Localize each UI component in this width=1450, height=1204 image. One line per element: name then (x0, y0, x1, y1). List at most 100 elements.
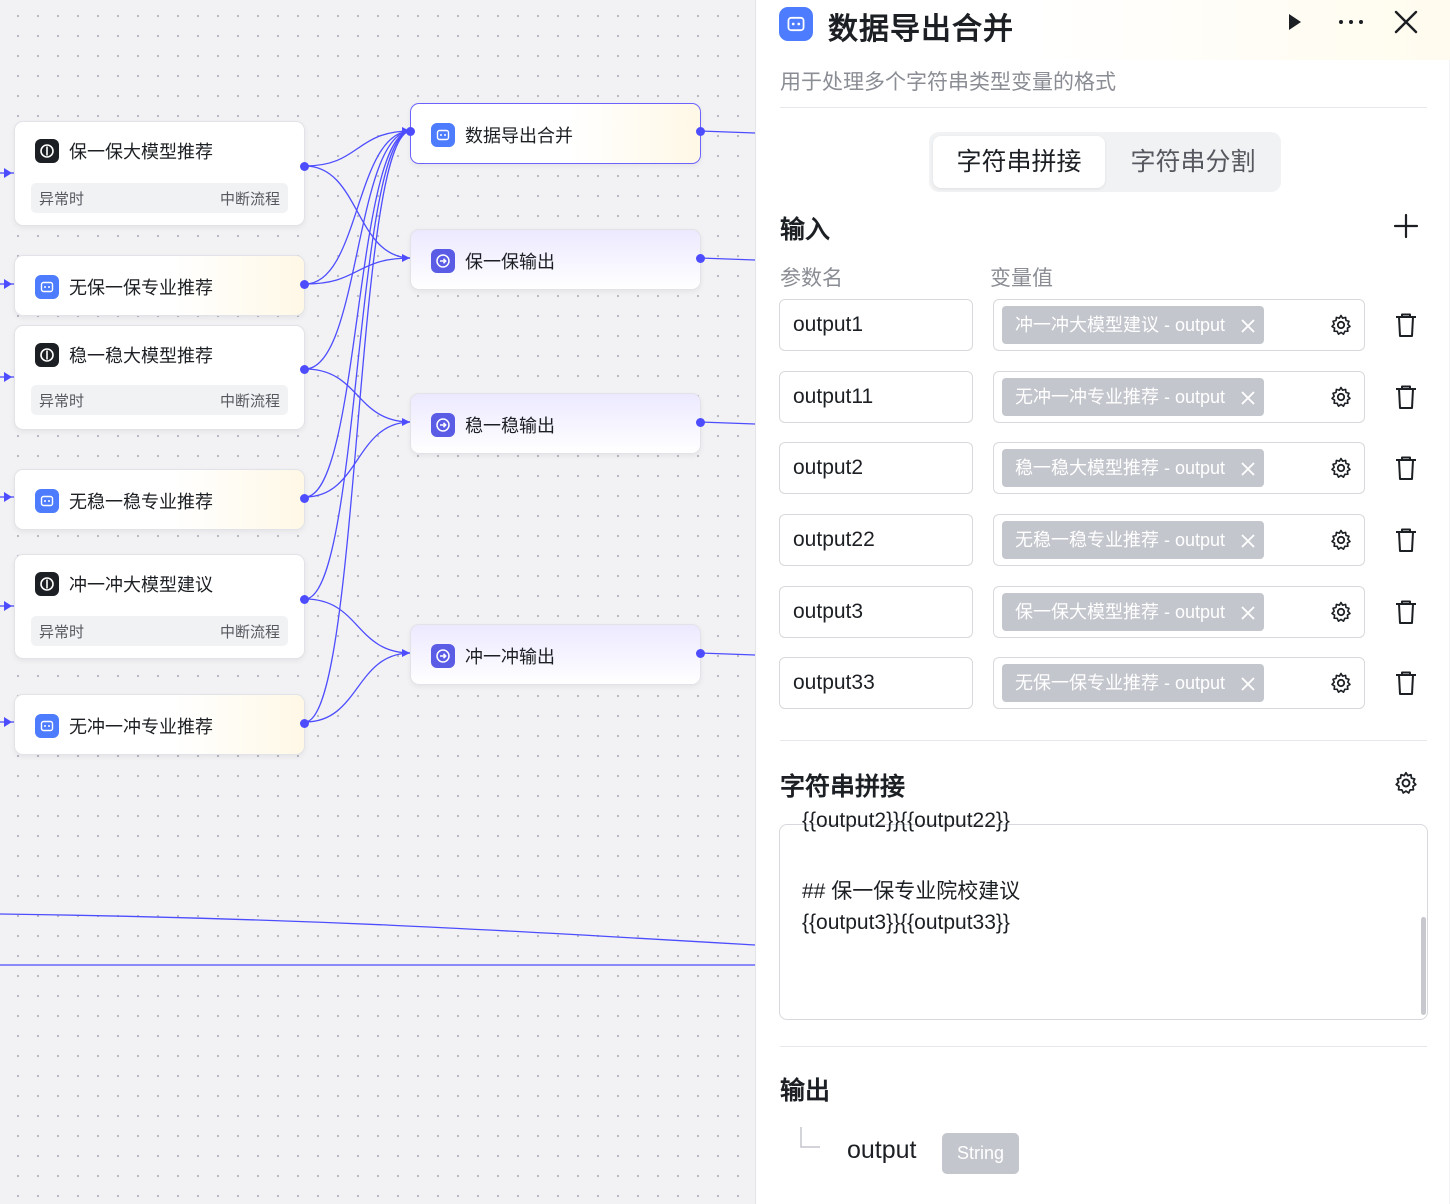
edge (304, 130, 412, 723)
more-icon[interactable] (1336, 10, 1366, 39)
edge (304, 130, 412, 600)
node-bao-major[interactable]: 无保一保专业推荐 (14, 255, 309, 316)
error-action: 中断流程 (219, 392, 280, 410)
trash-icon[interactable] (1394, 312, 1418, 343)
output-icon (431, 643, 455, 668)
var-value-select[interactable]: 无保一保专业推荐 - output (993, 657, 1365, 709)
node-config-panel: 数据导出合并 用于处理多个字符串类型变量的格式 字符串拼接 字符串分割 输入 参… (755, 0, 1450, 1204)
gear-icon[interactable] (1329, 385, 1353, 414)
var-value-select[interactable]: 无稳一稳专业推荐 - output (993, 514, 1365, 566)
param-name-input[interactable]: output33 (779, 657, 973, 709)
node-wen-model[interactable]: 稳一稳大模型推荐 异常时 中断流程 (14, 325, 309, 430)
gear-icon[interactable] (1329, 313, 1353, 342)
output-port[interactable] (696, 127, 705, 136)
param-name-input[interactable]: output3 (779, 586, 973, 638)
edge (304, 368, 412, 423)
input-row: output3 保一保大模型推荐 - output (779, 586, 1419, 640)
string-icon (35, 274, 59, 299)
output-port[interactable] (300, 719, 309, 728)
tag-close-icon[interactable] (1240, 605, 1256, 626)
var-tag: 无保一保专业推荐 - output (1002, 664, 1264, 702)
param-name-input[interactable]: output11 (779, 371, 973, 423)
param-name-input[interactable]: output2 (779, 442, 973, 494)
trash-icon[interactable] (1394, 384, 1418, 415)
col-param-name: 参数名 (780, 267, 843, 290)
var-value-select[interactable]: 冲一冲大模型建议 - output (993, 299, 1365, 351)
param-name-input[interactable]: output1 (779, 299, 973, 351)
gear-icon[interactable] (1329, 456, 1353, 485)
node-merge[interactable]: 数据导出合并 (406, 103, 705, 164)
panel-description[interactable]: 用于处理多个字符串类型变量的格式 (780, 71, 1116, 94)
node-chong-model[interactable]: 冲一冲大模型建议 异常时 中断流程 (14, 554, 309, 659)
tag-close-icon[interactable] (1240, 390, 1256, 411)
gear-icon[interactable] (1393, 770, 1419, 801)
input-row: output33 无保一保专业推荐 - output (779, 657, 1419, 711)
error-policy[interactable]: 异常时 中断流程 (31, 385, 288, 415)
tag-close-icon[interactable] (1240, 318, 1256, 339)
output-port[interactable] (696, 649, 705, 658)
input-port[interactable] (406, 127, 415, 136)
run-icon[interactable] (1282, 10, 1306, 39)
output-port[interactable] (300, 162, 309, 171)
output-port[interactable] (300, 365, 309, 374)
var-value-select[interactable]: 无冲一冲专业推荐 - output (993, 371, 1365, 423)
trash-icon[interactable] (1394, 599, 1418, 630)
node-chong-out[interactable]: 冲一冲输出 (410, 624, 705, 685)
edge (304, 421, 412, 498)
tab-split[interactable]: 字符串分割 (1130, 148, 1256, 176)
input-row: output11 无冲一冲专业推荐 - output (779, 371, 1419, 425)
node-wen-major[interactable]: 无稳一稳专业推荐 (14, 469, 309, 530)
output-port[interactable] (696, 254, 705, 263)
add-icon[interactable] (1393, 213, 1419, 244)
tree-branch-icon (800, 1127, 822, 1154)
divider (780, 740, 1427, 741)
var-value-select[interactable]: 保一保大模型推荐 - output (993, 586, 1365, 638)
close-icon[interactable] (1392, 8, 1420, 41)
edge (304, 165, 412, 259)
tag-close-icon[interactable] (1240, 676, 1256, 697)
node-bao-out[interactable]: 保一保输出 (410, 229, 705, 290)
gear-icon[interactable] (1329, 671, 1353, 700)
editor-line: {{output2}}{{output22}} (802, 809, 1010, 832)
output-port[interactable] (300, 494, 309, 503)
output-port[interactable] (300, 595, 309, 604)
editor-line: {{output3}}{{output33}} (802, 911, 1010, 934)
output-port[interactable] (696, 418, 705, 427)
error-action: 中断流程 (219, 190, 280, 208)
edge (304, 257, 412, 285)
var-tag: 稳一稳大模型推荐 - output (1002, 449, 1264, 487)
string-icon (779, 7, 813, 41)
node-chong-major[interactable]: 无冲一冲专业推荐 (14, 694, 309, 755)
string-icon (431, 122, 455, 147)
trash-icon[interactable] (1394, 455, 1418, 486)
panel-header (756, 0, 1450, 60)
editor-scrollbar[interactable] (1421, 917, 1426, 1015)
tag-close-icon[interactable] (1240, 533, 1256, 554)
error-policy[interactable]: 异常时 中断流程 (31, 616, 288, 646)
panel-title[interactable]: 数据导出合并 (828, 13, 1014, 46)
node-wen-out[interactable]: 稳一稳输出 (410, 393, 705, 454)
output-icon (431, 412, 455, 437)
workflow-canvas[interactable]: 保一保大模型推荐 异常时 中断流程 无保一保专业推荐 稳一稳大模型推荐 异常时 … (0, 0, 756, 1204)
trash-icon[interactable] (1394, 527, 1418, 558)
var-tag: 保一保大模型推荐 - output (1002, 593, 1264, 631)
var-value-select[interactable]: 稳一稳大模型推荐 - output (993, 442, 1365, 494)
var-tag: 冲一冲大模型建议 - output (1002, 306, 1264, 344)
node-title: 无稳一稳专业推荐 (69, 491, 213, 512)
error-policy[interactable]: 异常时 中断流程 (31, 183, 288, 213)
gear-icon[interactable] (1329, 528, 1353, 557)
trash-icon[interactable] (1394, 670, 1418, 701)
tag-close-icon[interactable] (1240, 461, 1256, 482)
llm-icon (35, 572, 59, 596)
tab-concat[interactable]: 字符串拼接 (933, 136, 1105, 188)
node-title: 冲一冲大模型建议 (69, 575, 213, 595)
node-title: 冲一冲输出 (465, 646, 555, 667)
output-port[interactable] (300, 280, 309, 289)
gear-icon[interactable] (1329, 600, 1353, 629)
concat-template-editor[interactable]: {{output2}}{{output22}} ## 保一保专业院校建议 {{o… (779, 809, 1428, 1020)
node-title: 保一保输出 (465, 251, 555, 272)
node-bao-model[interactable]: 保一保大模型推荐 异常时 中断流程 (14, 121, 309, 226)
param-name-input[interactable]: output22 (779, 514, 973, 566)
divider (780, 1046, 1427, 1047)
error-label: 异常时 (39, 623, 85, 641)
